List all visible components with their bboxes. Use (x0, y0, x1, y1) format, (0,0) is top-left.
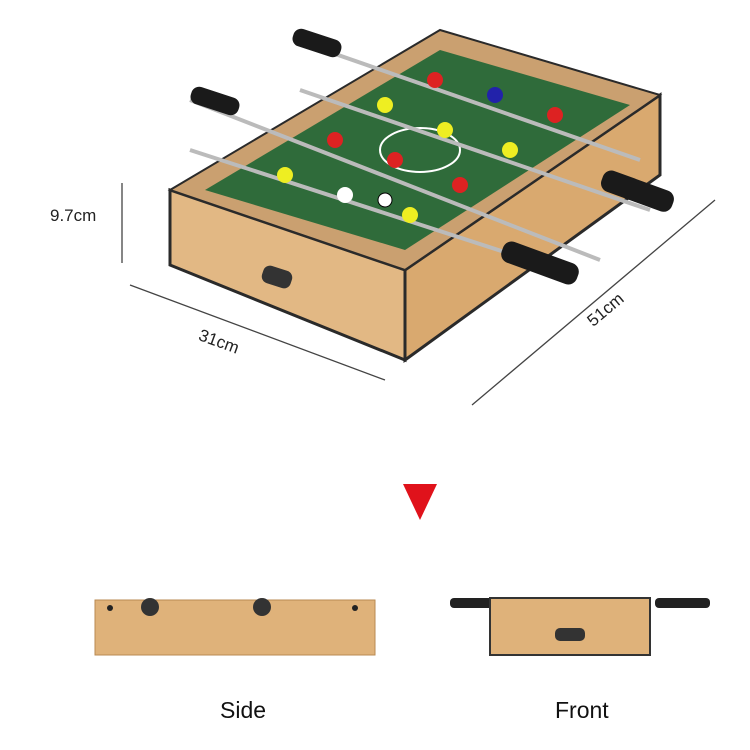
side-view (94, 598, 376, 656)
handle-icon (601, 170, 674, 212)
width-dimension-line (129, 284, 386, 381)
players (277, 72, 563, 223)
front-view (450, 597, 710, 656)
playing-field (205, 50, 630, 250)
length-dimension-line (471, 199, 716, 406)
down-arrow-icon (403, 484, 437, 520)
foosball-table-perspective (167, 28, 674, 363)
handle-icon (501, 241, 579, 285)
goal-opening (261, 265, 293, 289)
rod-handles (190, 28, 674, 285)
side-caption: Side (220, 697, 267, 723)
height-label: 9.7cm (50, 206, 97, 225)
rods (189, 38, 651, 272)
handle-icon (190, 86, 240, 116)
center-circle (379, 127, 461, 173)
dimension-lines (121, 183, 716, 406)
handle-icon (292, 28, 342, 58)
front-caption: Front (555, 697, 609, 723)
